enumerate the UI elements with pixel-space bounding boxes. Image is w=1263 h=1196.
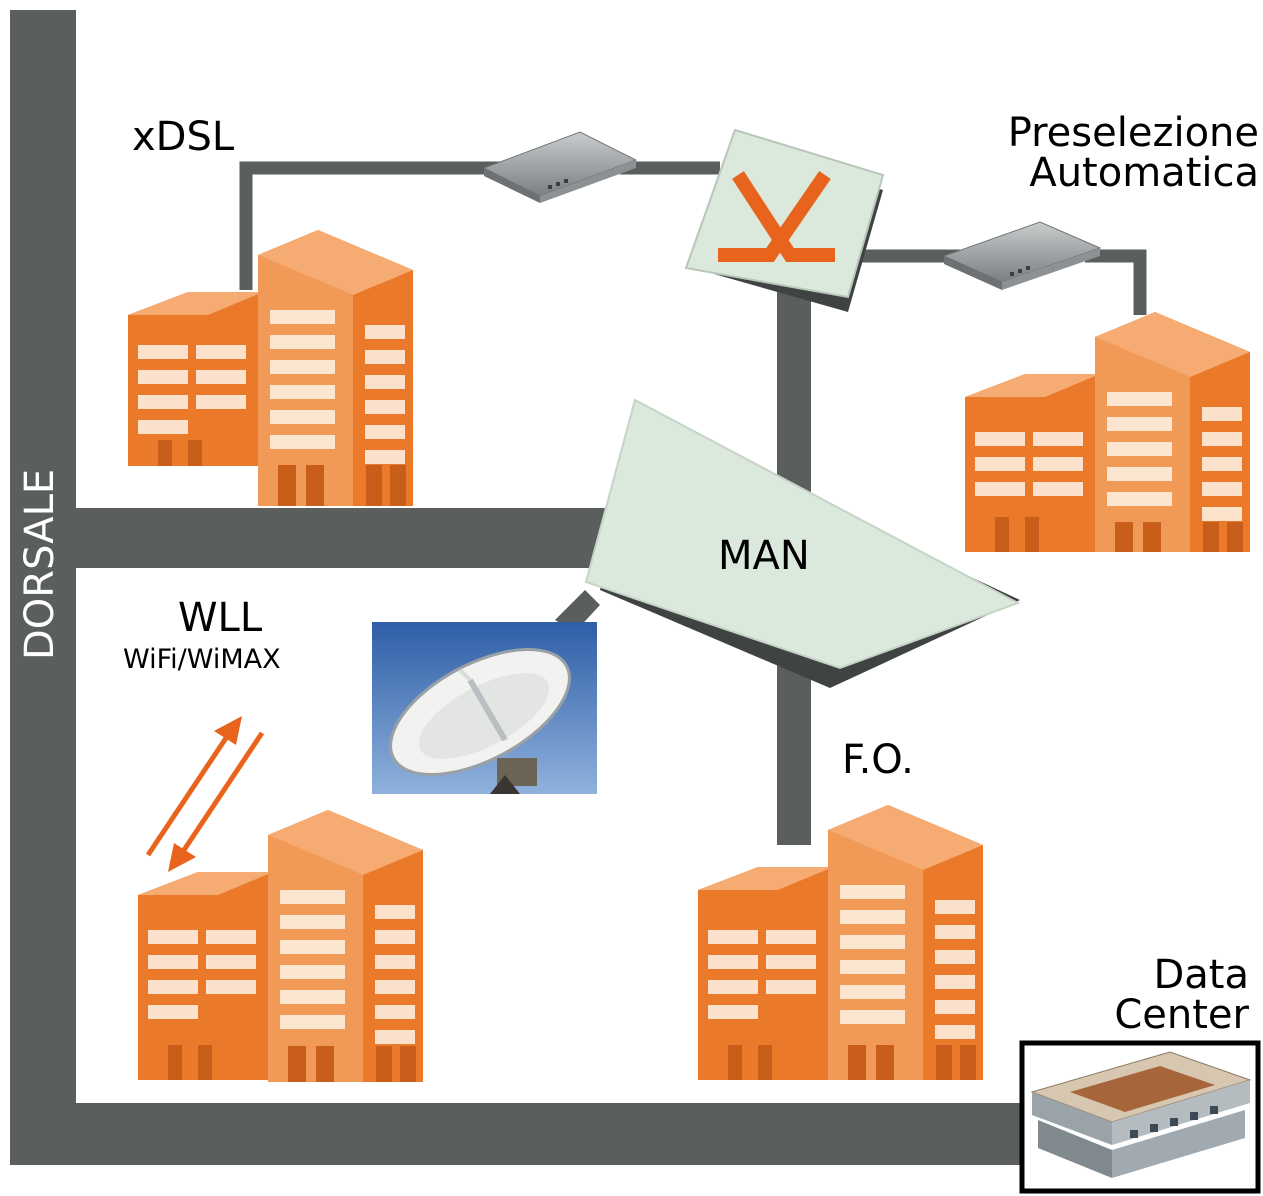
datacenter-icon xyxy=(1019,1040,1261,1194)
xdsl-cable xyxy=(239,161,720,290)
wll-title: WLL xyxy=(178,595,263,641)
man-node xyxy=(584,398,1021,688)
building-icon xyxy=(138,810,423,1082)
satellite-dish-icon xyxy=(372,622,597,794)
fiber-links xyxy=(555,285,811,845)
xdsl-label: xDSL xyxy=(132,114,235,160)
preselection-line2: Automatica xyxy=(1029,150,1259,196)
building-icon xyxy=(128,230,413,506)
datacenter-label: Data Center xyxy=(1114,955,1249,1035)
building-icon xyxy=(698,805,983,1080)
man-label: MAN xyxy=(718,533,810,579)
backbone-label: DORSALE xyxy=(17,468,63,660)
wll-subtitle: WiFi/WiMAX xyxy=(123,644,281,675)
wireless-arrows-icon xyxy=(145,716,265,872)
building-icon xyxy=(965,312,1250,552)
switch-x-icon xyxy=(684,128,885,312)
router-icon xyxy=(482,131,638,203)
datacenter-line1: Data xyxy=(1153,952,1249,998)
preselection-line1: Preselezione xyxy=(1007,110,1259,156)
router-icon xyxy=(942,221,1102,290)
backbone-road xyxy=(10,10,1030,1165)
datacenter-line2: Center xyxy=(1114,992,1249,1038)
fiber-label: F.O. xyxy=(842,737,914,783)
preselection-label: Preselezione Automatica xyxy=(1008,113,1259,193)
